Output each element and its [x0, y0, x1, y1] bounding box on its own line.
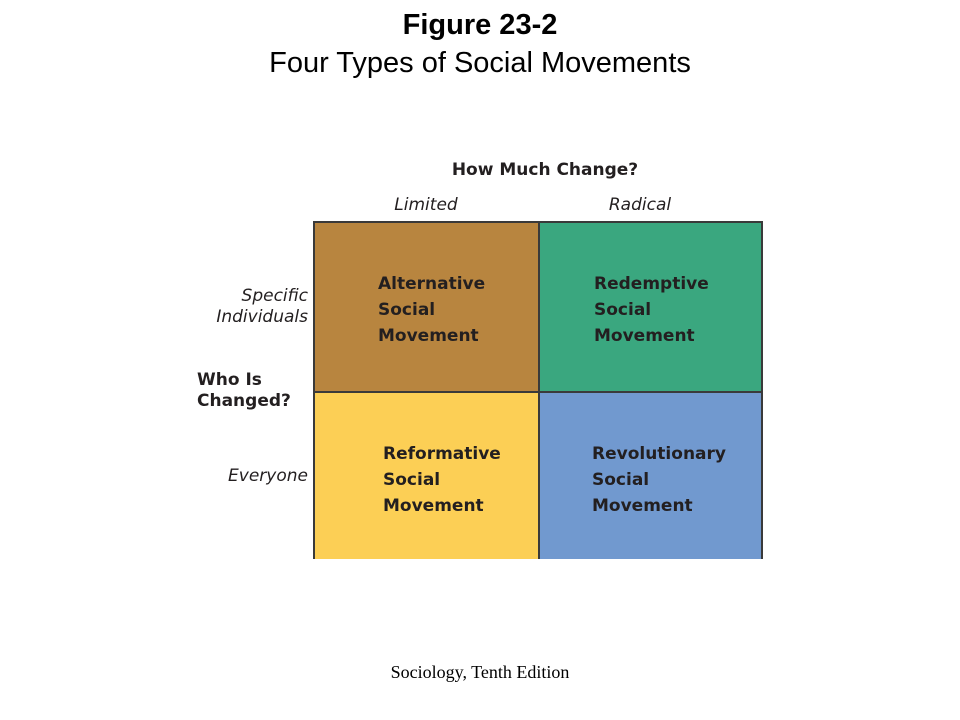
column-label-limited: Limited [394, 195, 458, 215]
figure-title: Figure 23-2 [402, 9, 558, 41]
cell-label-redemptive: Redemptive Social Movement [594, 274, 709, 346]
row-label-specific-individuals: Specific Individuals [216, 286, 308, 327]
cell-revolutionary: Revolutionary Social Movement [538, 391, 763, 559]
row-label-everyone: Everyone [228, 466, 308, 486]
footer-source: Sociology, Tenth Edition [390, 662, 570, 682]
cell-label-revolutionary: Revolutionary Social Movement [592, 444, 726, 516]
movement-grid: Alternative Social Movement Redemptive S… [313, 221, 763, 559]
figure-subtitle: Four Types of Social Movements [269, 47, 691, 79]
cell-label-reformative: Reformative Social Movement [383, 444, 501, 516]
cell-redemptive: Redemptive Social Movement [538, 221, 763, 393]
left-axis-title: Who Is Changed? [197, 370, 291, 411]
title-block: Figure 23-2 Four Types of Social Movemen… [0, 8, 960, 80]
cell-alternative: Alternative Social Movement [313, 221, 540, 393]
column-label-radical: Radical [608, 195, 672, 215]
cell-reformative: Reformative Social Movement [313, 391, 540, 559]
cell-label-alternative: Alternative Social Movement [378, 274, 486, 346]
top-axis-title: How Much Change? [451, 160, 639, 180]
